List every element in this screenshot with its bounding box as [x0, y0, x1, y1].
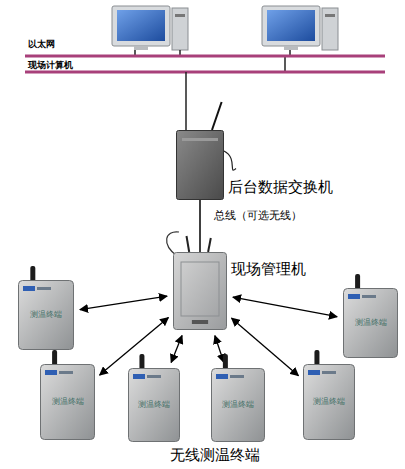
antenna	[208, 238, 211, 252]
computer-icon	[262, 6, 338, 50]
pc-drive	[175, 14, 185, 17]
logo-mark	[23, 286, 35, 291]
terminal-node: 测温终端	[211, 368, 265, 442]
vent	[182, 138, 218, 141]
bus-line	[199, 200, 201, 252]
terminal-body	[129, 369, 180, 442]
edge-label: 总线（可选无线）	[214, 208, 302, 223]
connector-port	[192, 320, 208, 324]
manager-body	[174, 253, 227, 330]
terminal-body	[19, 281, 74, 350]
terminal-node: 测温终端	[128, 368, 180, 442]
terminal-node: 测温终端	[303, 364, 355, 440]
monitor-screen	[267, 10, 315, 41]
panel	[181, 262, 219, 316]
logo-mark	[45, 370, 57, 375]
logo-mark	[230, 375, 244, 378]
wireless-link	[100, 317, 169, 375]
monitor-frame	[112, 6, 170, 46]
terminal-node: 测温终端	[343, 288, 398, 358]
manager-node: 现场管理机	[173, 252, 227, 330]
bus-label: 以太网	[28, 38, 55, 51]
device-text: 测温终端	[128, 399, 180, 410]
logo-mark	[37, 287, 51, 290]
wireless-link	[80, 296, 167, 310]
terminal-body	[41, 365, 95, 440]
monitor-stand	[284, 46, 298, 50]
group-caption: 无线测温终端	[170, 446, 260, 465]
logo-mark	[308, 370, 320, 375]
antenna	[212, 102, 222, 130]
device-label: 现场管理机	[231, 260, 306, 279]
bus-label: 现场计算机	[28, 59, 73, 72]
device-text: 测温终端	[211, 399, 265, 410]
logo-mark	[362, 295, 376, 298]
wireless-link	[232, 318, 299, 376]
device-text: 测温终端	[343, 317, 398, 328]
manager-device	[173, 252, 227, 330]
monitor-stand	[134, 46, 148, 50]
switch-node: 后台数据交换机	[176, 130, 224, 200]
pc-drive	[325, 14, 335, 17]
logo-mark	[216, 374, 228, 379]
logo-mark	[322, 371, 336, 374]
pc-tower	[172, 8, 188, 50]
switch-device	[176, 130, 224, 200]
antenna	[187, 236, 190, 252]
logo-mark	[59, 371, 73, 374]
device-label: 后台数据交换机	[228, 178, 333, 197]
device-text: 测温终端	[40, 396, 95, 407]
computer-icon	[112, 6, 188, 50]
logo-mark	[348, 294, 360, 299]
terminal-node: 测温终端	[18, 280, 74, 350]
logo-mark	[147, 375, 161, 378]
terminal-node: 测温终端	[40, 364, 95, 440]
logo-mark	[133, 374, 145, 379]
wireless-link	[215, 336, 224, 363]
drop-wire	[284, 56, 286, 72]
terminal-body	[212, 369, 265, 442]
pc-tower	[322, 8, 338, 50]
field-bus	[25, 71, 385, 74]
switch-body	[177, 131, 224, 200]
wireless-link	[171, 336, 182, 363]
device-text: 测温终端	[303, 396, 355, 407]
uplink-wire	[185, 72, 187, 130]
terminal-body	[304, 365, 355, 440]
terminal-body	[344, 289, 398, 358]
ethernet-bus	[25, 55, 385, 58]
cable	[224, 151, 236, 170]
monitor-screen	[117, 10, 165, 41]
device-text: 测温终端	[18, 309, 74, 320]
monitor-frame	[262, 6, 320, 46]
wireless-link	[233, 297, 337, 317]
